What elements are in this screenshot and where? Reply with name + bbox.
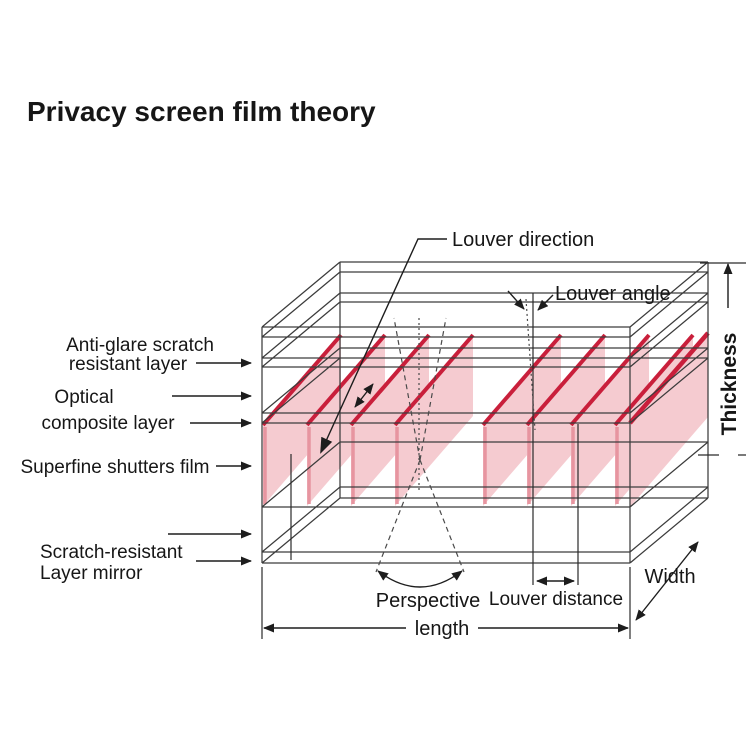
louver-face: [527, 335, 605, 506]
perspective-arc-arrow: [377, 570, 463, 588]
louver-angle-arrow-left: [507, 290, 525, 310]
length-dimension: [261, 567, 631, 639]
louver-face: [307, 335, 385, 506]
page-title: Privacy screen film theory: [27, 96, 376, 127]
louver-direction-leader: [320, 238, 447, 454]
louver-direction-label: Louver direction: [452, 229, 594, 251]
width-arrow: [635, 541, 699, 621]
louver-slats: [261, 331, 710, 507]
perspective-cone: [375, 317, 465, 573]
thickness-label-backing: [719, 308, 738, 460]
optical-label-line2: composite layer: [41, 413, 175, 434]
louver-direction-double-arrow: [354, 383, 374, 408]
louver-face: [351, 335, 429, 506]
width-label: Width: [644, 566, 695, 588]
louver-distance-label: Louver distance: [489, 589, 623, 610]
louver-angle-reference-dotted: [525, 298, 536, 431]
louver-face: [483, 335, 561, 506]
optical-label-line1: Optical: [54, 387, 113, 408]
stack-wireframe: [261, 261, 709, 564]
louver-face: [395, 335, 473, 506]
shutters-layer-side-face: [630, 333, 708, 507]
anti-glare-label-line2: resistant layer: [69, 354, 188, 375]
layer-label-arrows: [168, 358, 252, 566]
superfine-shutters-label: Superfine shutters film: [20, 457, 209, 478]
thickness-label: Thickness: [718, 333, 741, 436]
scratch-resistant-label-line2: Layer mirror: [40, 563, 143, 584]
scratch-resistant-label-line1: Scratch-resistant: [40, 542, 183, 563]
louver-front-edges: [263, 427, 619, 504]
louver-face: [263, 335, 341, 506]
perspective-label: Perspective: [376, 590, 481, 612]
louver-angle-arrow-right: [537, 294, 554, 311]
louver-angle-label: Louver angle: [555, 283, 671, 305]
length-label: length: [415, 618, 470, 640]
anti-glare-label-line1: Anti-glare scratch: [66, 335, 214, 356]
thickness-dimension: [698, 262, 746, 460]
